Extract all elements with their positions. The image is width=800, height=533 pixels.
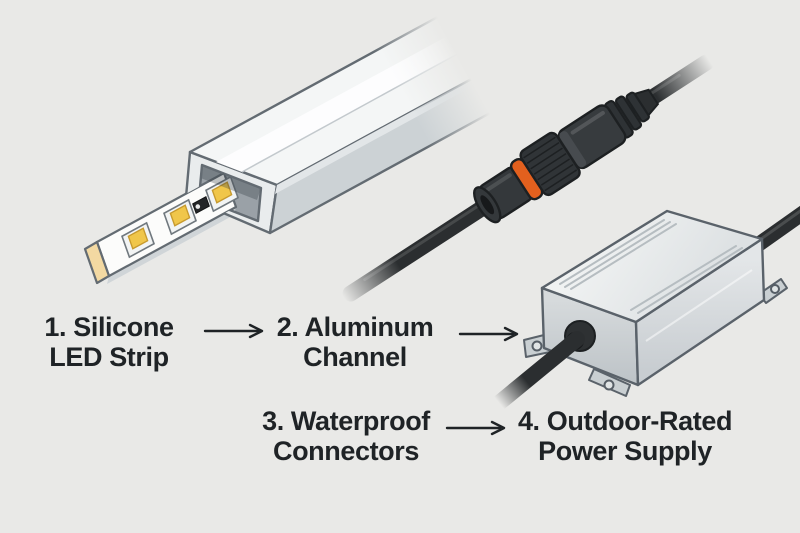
cable-left	[342, 195, 498, 302]
step-label-3: 3. Waterproof Connectors	[262, 406, 430, 466]
screw-hole	[603, 379, 615, 391]
strain-relief-ring	[615, 95, 643, 131]
waterproof-connector-illustration	[342, 54, 715, 302]
strain-relief-ring	[625, 91, 650, 123]
arrow-icon	[203, 323, 264, 339]
step-label-1: 1. Silicone LED Strip	[44, 312, 174, 372]
arrow-icon	[445, 420, 506, 436]
led-chip	[163, 198, 197, 236]
led-chip	[121, 221, 155, 259]
screw-hole	[770, 284, 780, 294]
led-strip-and-channel-illustration	[83, 11, 534, 285]
strip-thickness-edge	[107, 207, 236, 284]
diffuser-edge-line	[241, 41, 480, 173]
silicone-led-strip	[83, 171, 239, 285]
step-label-4: 4. Outdoor-Rated Power Supply	[517, 406, 733, 466]
arrow-icon	[458, 326, 519, 342]
psu-input-cable	[491, 331, 585, 411]
cavity-shadow	[198, 165, 261, 200]
channel-side-highlight	[275, 46, 532, 194]
silicone-end-cap	[83, 240, 111, 285]
channel-diffuser-band	[216, 33, 479, 172]
screw-hole	[531, 340, 543, 352]
knurl-ribs	[523, 136, 578, 192]
power-supply-illustration	[491, 205, 800, 411]
step-label-2: 2. Aluminum Channel	[276, 312, 434, 372]
psu-top-face	[540, 209, 764, 324]
psu-top-ridges	[559, 219, 743, 314]
